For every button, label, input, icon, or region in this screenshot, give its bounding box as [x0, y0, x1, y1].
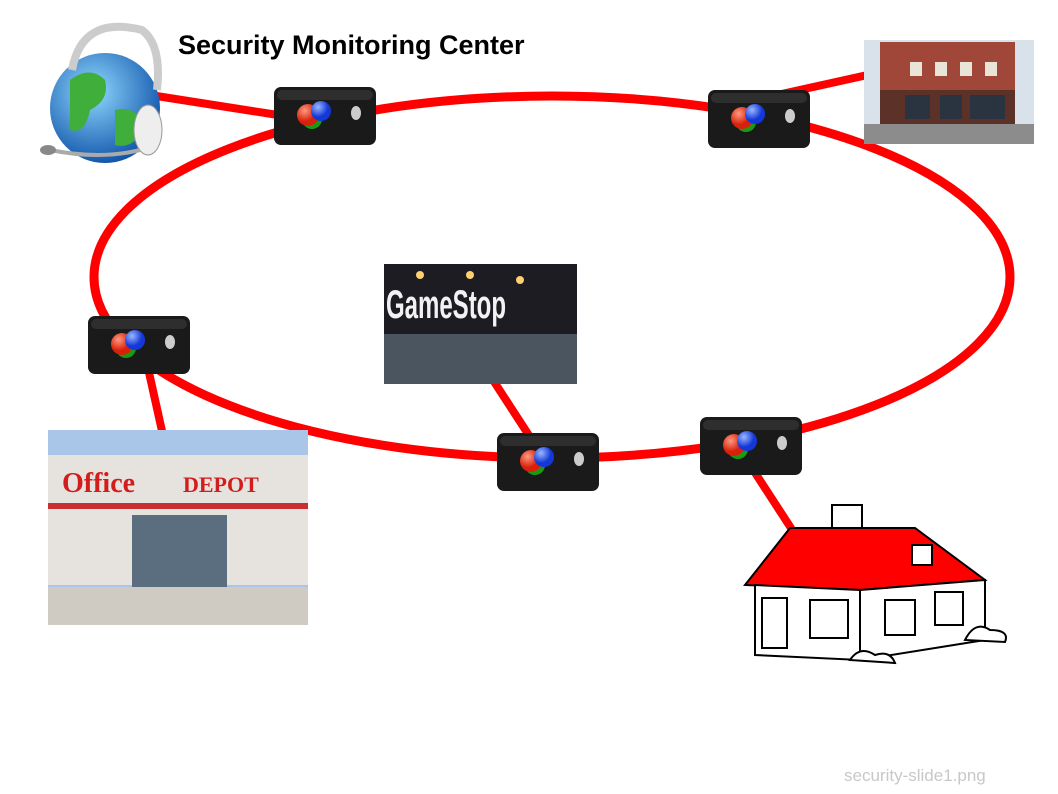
house-drawing — [743, 504, 1007, 665]
security-device — [88, 316, 190, 374]
globe-headset-icon — [40, 22, 163, 163]
storefront-building-photo — [864, 40, 1034, 144]
depot-sign: DEPOT — [183, 472, 259, 497]
diagram-title: Security Monitoring Center — [178, 30, 525, 60]
image-caption: security-slide1.png — [844, 766, 986, 785]
gamestop-sign: GameStop — [386, 283, 506, 327]
office-sign: Office — [62, 468, 135, 499]
security-device — [708, 90, 810, 148]
security-device — [497, 433, 599, 491]
office-depot-store-photo: Office DEPOT — [48, 430, 308, 625]
gamestop-store-photo: GameStop — [384, 264, 577, 384]
security-device — [274, 87, 376, 145]
security-device — [700, 417, 802, 475]
